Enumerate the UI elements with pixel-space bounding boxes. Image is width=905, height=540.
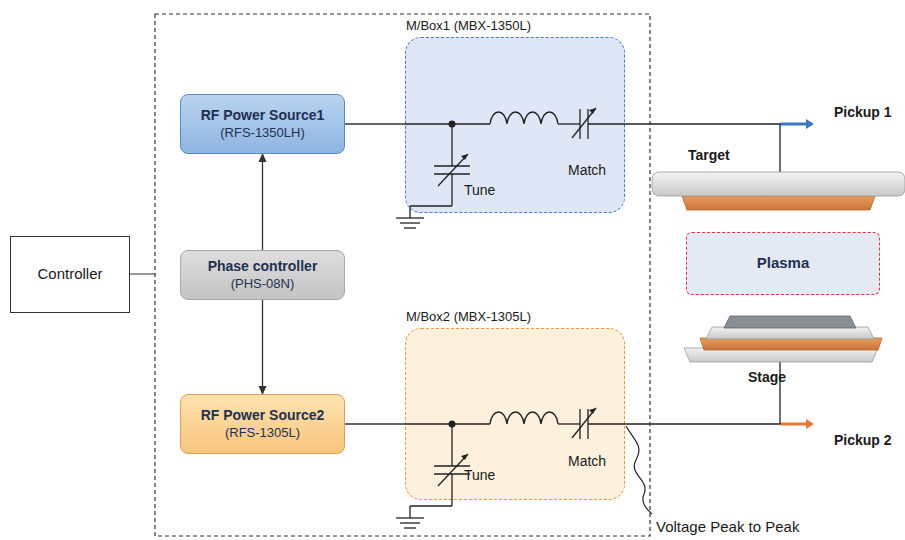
node-text: Tune — [464, 467, 495, 485]
pickup-arrow — [780, 123, 812, 126]
connector — [345, 423, 405, 424]
node-text: Tune — [464, 182, 495, 200]
matching-box: M/Box1 (MBX-1350L)TuneMatch — [405, 37, 625, 213]
node-text: Match — [568, 453, 606, 471]
matching-box: M/Box2 (MBX-1305L)TuneMatch — [405, 328, 625, 500]
phase-controller-box: Phase controller(PHS-08N) — [180, 250, 345, 300]
node-title: M/Box2 (MBX-1305L) — [406, 309, 531, 325]
node-title: Controller — [37, 265, 102, 284]
node-text: (RFS-1305L) — [225, 425, 300, 441]
ground-symbol — [396, 517, 424, 518]
wire — [410, 505, 452, 506]
node-text: Match — [568, 162, 606, 180]
ground-symbol — [404, 227, 416, 228]
ground-symbol — [396, 217, 424, 218]
node-text: (PHS-08N) — [231, 276, 295, 292]
connector — [262, 300, 263, 394]
rf-source-box: RF Power Source1(RFS-1350LH) — [180, 94, 345, 154]
signal-label: Pickup 2 — [834, 432, 892, 448]
stage-heater — [700, 338, 882, 350]
system-boundary — [155, 14, 650, 536]
part-label: Target — [688, 147, 730, 163]
node-title: Phase controller — [208, 258, 318, 276]
pickup-arrow — [780, 423, 812, 426]
controller-link — [130, 274, 155, 275]
ground-symbol — [400, 522, 420, 523]
plasma-region: Plasma — [686, 232, 880, 295]
leader-line — [626, 426, 652, 514]
wire — [779, 124, 780, 172]
rf-source-box: RF Power Source2(RFS-1305L) — [180, 394, 345, 454]
node-title: RF Power Source1 — [201, 107, 325, 125]
node-title: Plasma — [757, 254, 810, 273]
target-electrode — [652, 172, 905, 196]
ground-symbol — [404, 527, 416, 528]
stage-plate — [706, 327, 874, 339]
ground-symbol — [400, 222, 420, 223]
wire — [409, 506, 410, 518]
node-title: M/Box1 (MBX-1350L) — [406, 18, 531, 34]
node-text: (RFS-1350LH) — [220, 125, 305, 141]
wafer — [724, 316, 856, 328]
node-title: RF Power Source2 — [201, 407, 325, 425]
part-label: Stage — [748, 369, 786, 385]
signal-label: Pickup 1 — [834, 104, 892, 120]
target-backing — [682, 196, 875, 210]
measurement-label: Voltage Peak to Peak — [656, 518, 799, 535]
controller-box: Controller — [10, 236, 130, 313]
connector — [262, 154, 263, 250]
connector — [345, 123, 405, 124]
